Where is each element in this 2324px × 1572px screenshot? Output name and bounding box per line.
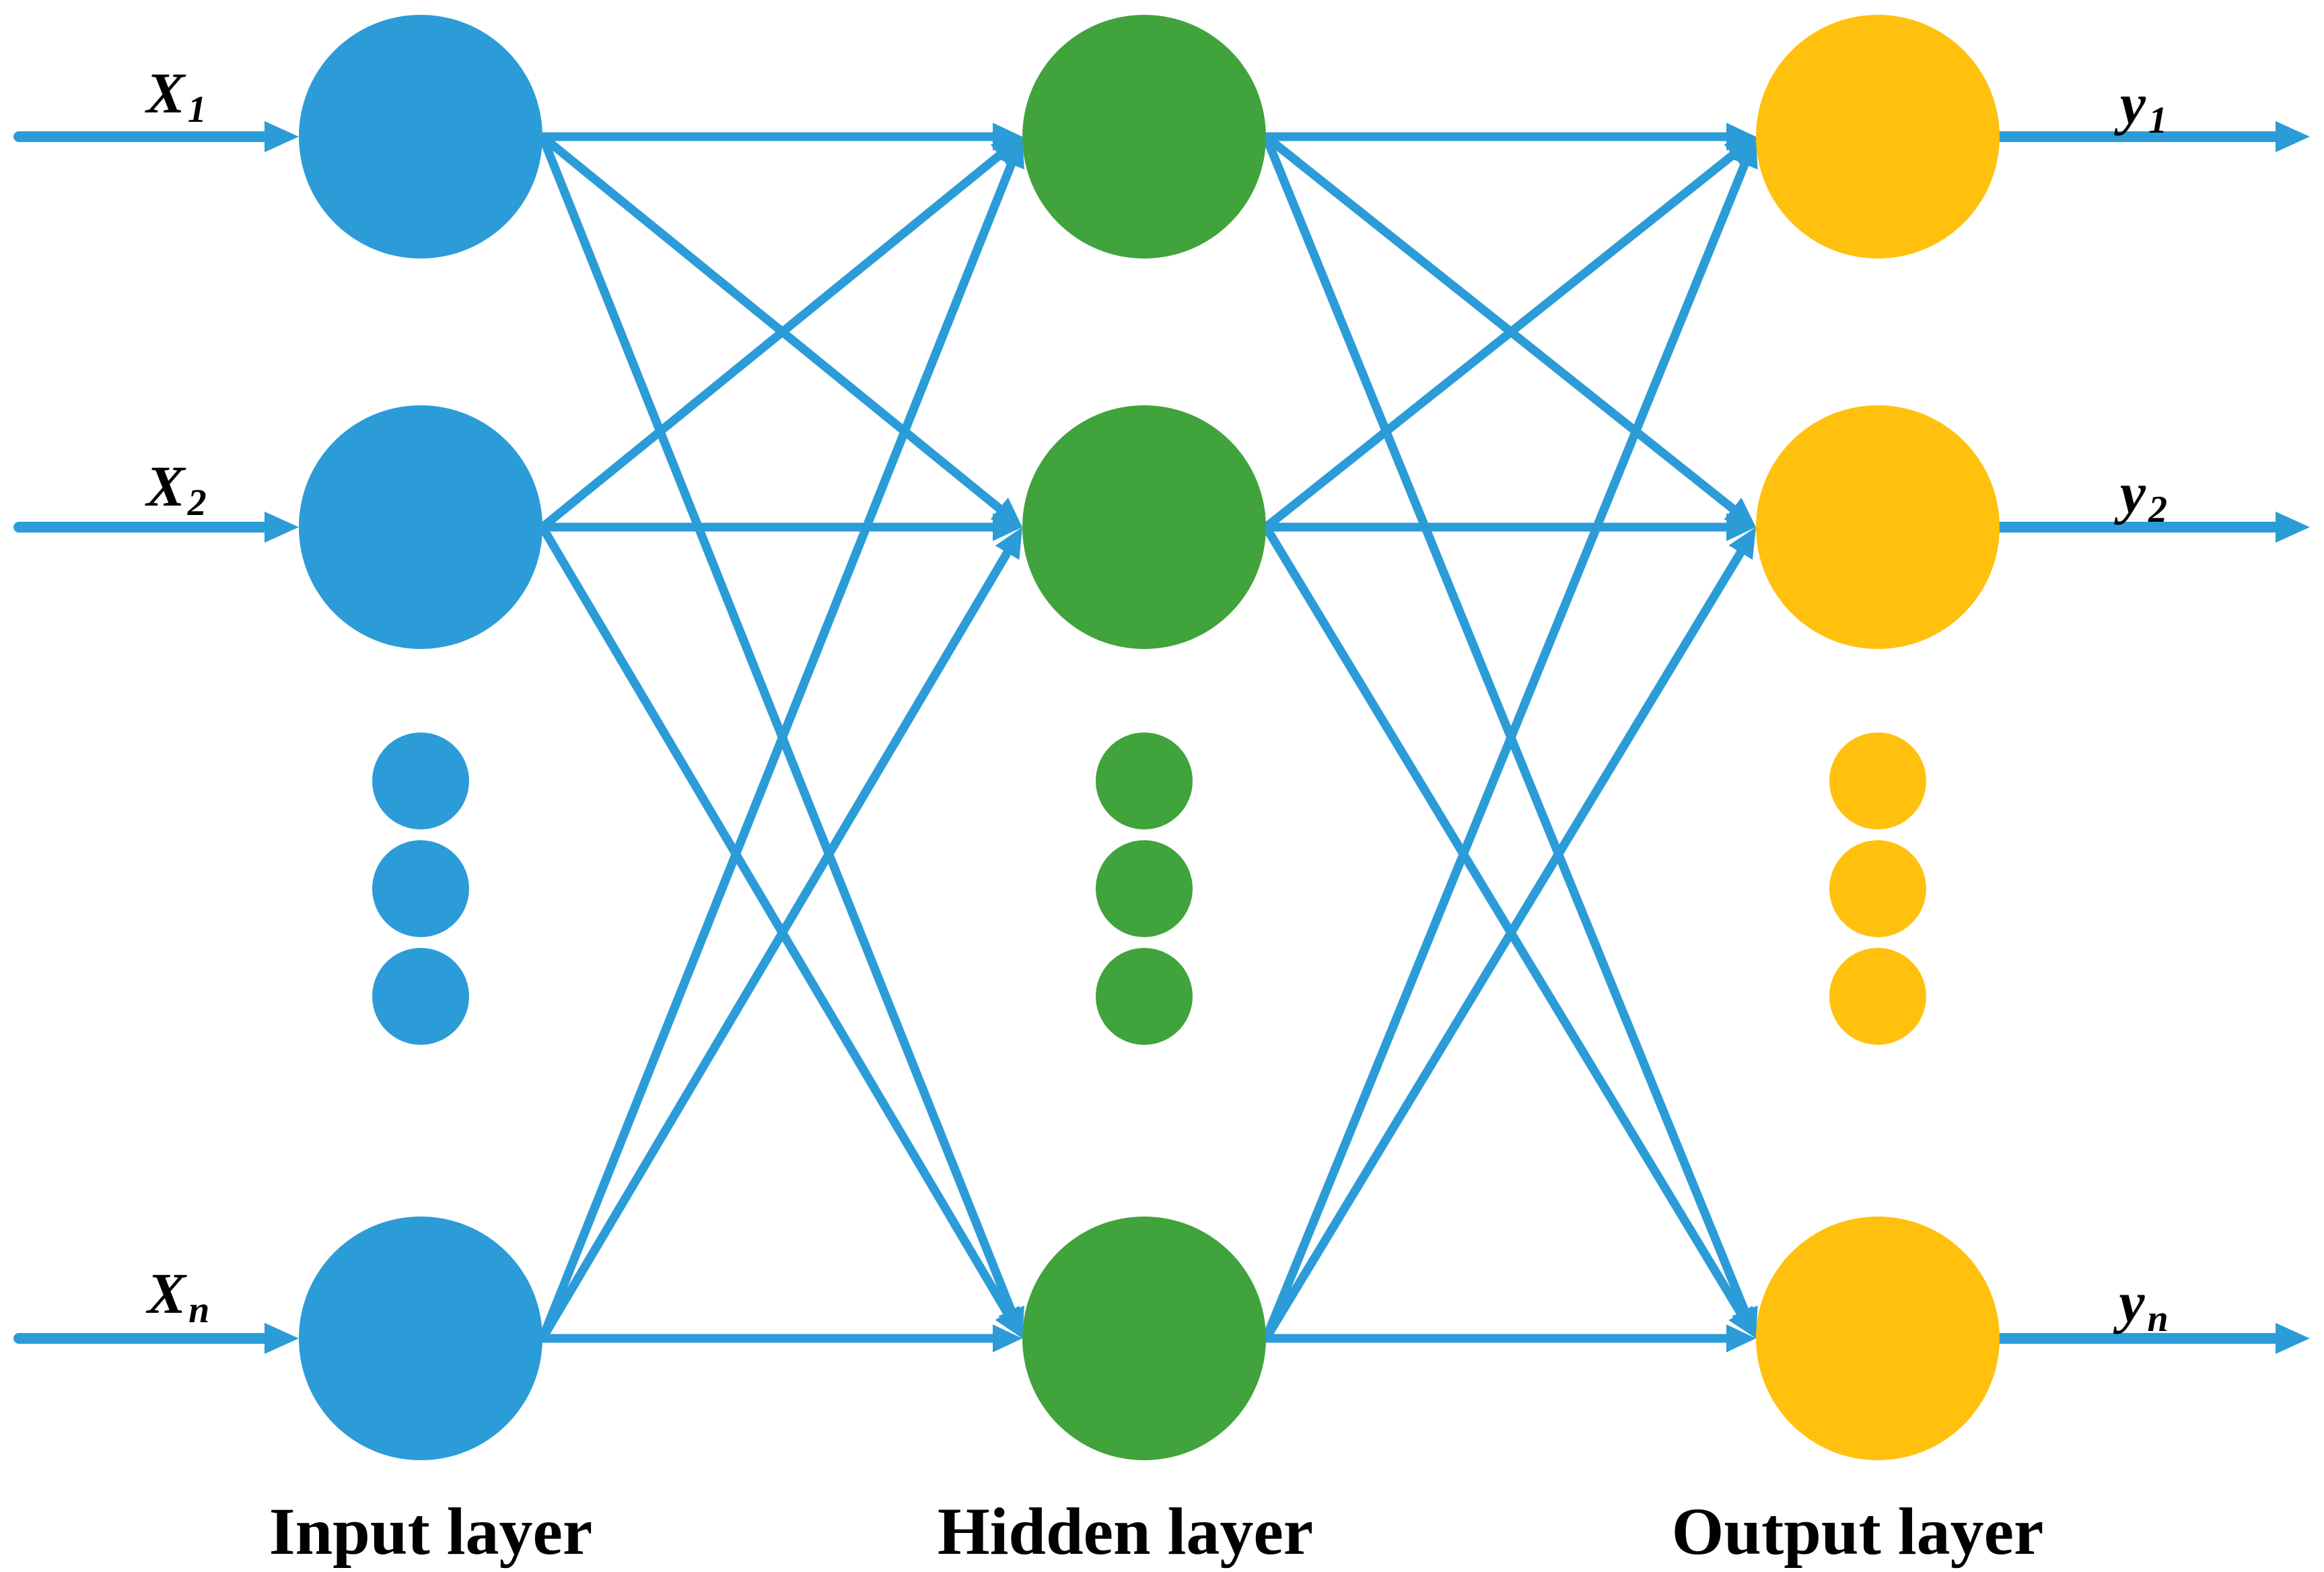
edge-hidden-output xyxy=(1261,132,1758,1339)
edge-hidden-output xyxy=(1261,522,1757,1338)
edge-input-hidden xyxy=(538,522,1023,1339)
input-ellipsis-dot xyxy=(372,840,469,937)
output-label-sub: 1 xyxy=(2148,100,2167,141)
output-label-y2: y2 xyxy=(2114,460,2167,531)
caption-output-layer: Output layer xyxy=(1672,1494,2044,1569)
input-neuron-node xyxy=(299,15,542,259)
input-label-base: X xyxy=(144,454,186,518)
edge-input-hidden xyxy=(538,132,1024,1339)
hidden-ellipsis-dot xyxy=(1096,840,1193,937)
edge-hidden-output xyxy=(1261,527,1757,1343)
ellipsis-dots xyxy=(372,732,1926,1045)
edge-input-hidden xyxy=(538,137,1024,1343)
output-label-base: y xyxy=(2113,1270,2145,1334)
output-arrows xyxy=(1994,121,2310,1355)
input-label-sub: 2 xyxy=(187,482,207,524)
input-neuron-node xyxy=(299,1217,542,1460)
edge-hidden-output xyxy=(1261,132,1756,527)
output-ellipsis-dot xyxy=(1829,840,1926,937)
input-label-x1: X1 xyxy=(144,61,206,131)
input-ellipsis-dot xyxy=(372,948,469,1045)
output-label-sub: n xyxy=(2148,1298,2169,1340)
output-label-base: y xyxy=(2114,460,2146,525)
output-ellipsis-dot xyxy=(1829,732,1926,829)
input-arrows xyxy=(13,121,300,1355)
output-ellipsis-dot xyxy=(1829,948,1926,1045)
edge-hidden-output xyxy=(1261,137,1758,1343)
output-label-y1: y1 xyxy=(2114,71,2167,141)
input-label-sub: n xyxy=(188,1289,209,1331)
output-label-sub: 2 xyxy=(2148,489,2167,531)
edge-hidden-output xyxy=(1261,137,1756,532)
hidden-ellipsis-dot xyxy=(1096,732,1193,829)
input-ellipsis-dot xyxy=(372,732,469,829)
input-label-x2: X2 xyxy=(144,454,206,524)
output-neuron-node xyxy=(1756,15,2000,259)
hidden-neuron-node xyxy=(1022,1217,1266,1460)
input-label-base: X xyxy=(144,61,186,125)
caption-input-layer: Input layer xyxy=(269,1494,593,1569)
output-label-base: y xyxy=(2114,71,2146,136)
hidden-neuron-node xyxy=(1022,15,1266,259)
input-label-base: X xyxy=(145,1261,188,1326)
edge-input-hidden xyxy=(538,137,1023,532)
output-label-yn: yn xyxy=(2113,1270,2168,1340)
input-neuron-node xyxy=(299,405,542,649)
edge-input-hidden xyxy=(538,527,1023,1343)
output-neuron-node xyxy=(1756,1217,2000,1460)
edge-input-hidden xyxy=(538,132,1023,528)
input-label-xn: Xn xyxy=(145,1261,210,1331)
output-neuron-node xyxy=(1756,405,2000,649)
neuron-nodes xyxy=(299,15,2000,1460)
caption-hidden-layer: Hidden layer xyxy=(938,1494,1313,1569)
connection-arrows xyxy=(538,123,1758,1353)
input-label-sub: 1 xyxy=(188,89,207,131)
hidden-neuron-node xyxy=(1022,405,1266,649)
hidden-ellipsis-dot xyxy=(1096,948,1193,1045)
